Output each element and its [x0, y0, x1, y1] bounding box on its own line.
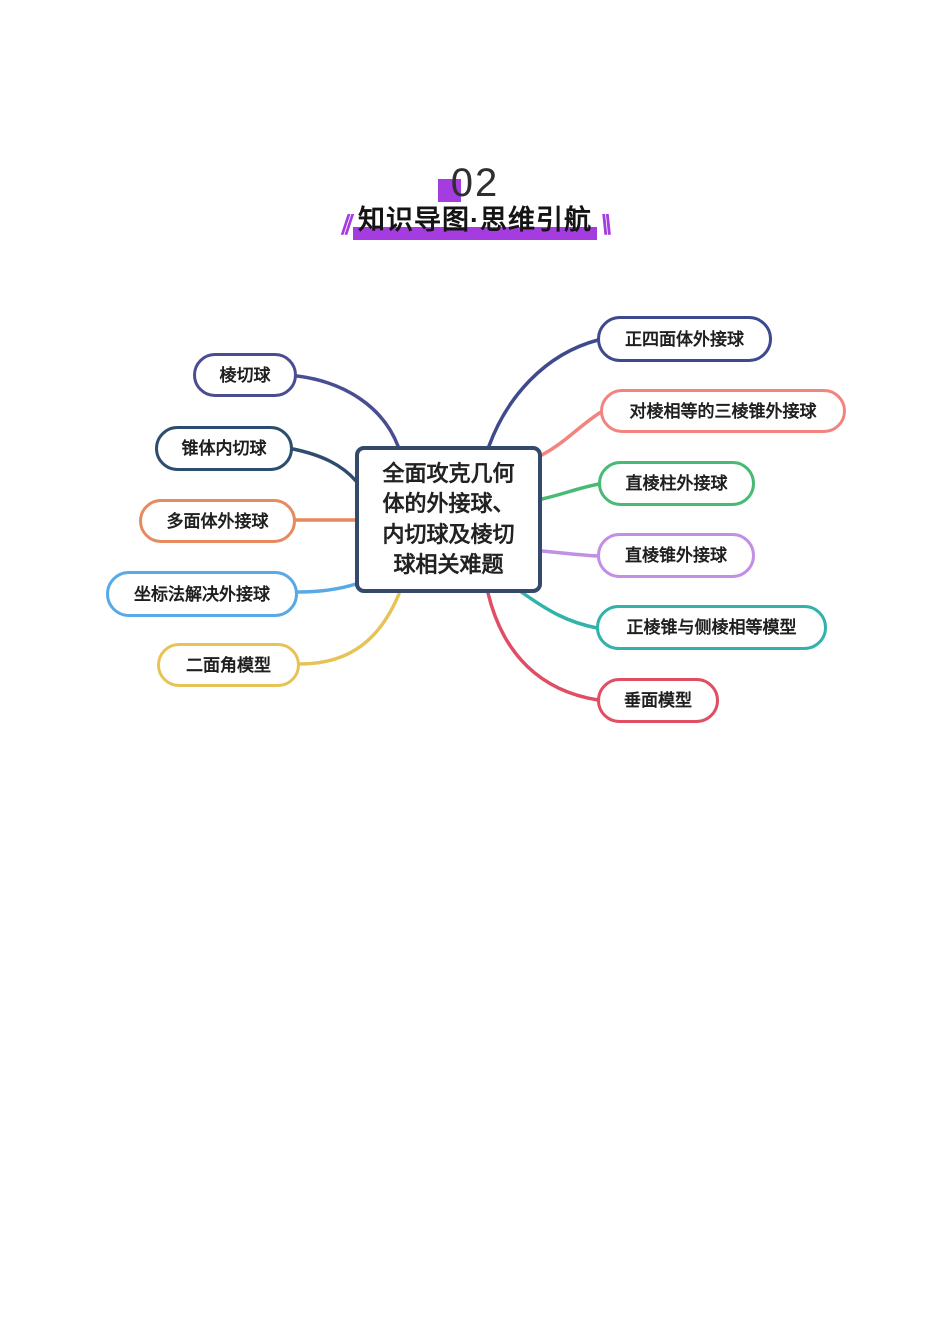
- branch-node-label: 多面体外接球: [166, 511, 269, 531]
- section-title: 知识导图·思维引航: [358, 205, 592, 235]
- branch-connector: [296, 582, 358, 594]
- branch-connector: [518, 589, 599, 630]
- branch-connector: [540, 549, 600, 558]
- branch-node: 直棱柱外接球: [598, 461, 755, 506]
- branch-connector: [540, 482, 601, 501]
- purple-square-decoration: [437, 179, 461, 202]
- branch-node: 对棱相等的三棱锥外接球: [600, 389, 846, 433]
- branch-node-label: 正棱锥与侧棱相等模型: [626, 618, 797, 637]
- branch-connector: [291, 447, 358, 483]
- section-number-row: 02: [0, 163, 950, 203]
- branch-node: 坐标法解决外接球: [106, 571, 298, 617]
- branch-connector: [295, 374, 400, 448]
- mindmap-center-node: 全面攻克几何体的外接球、内切球及棱切球相关难题: [355, 446, 542, 593]
- branch-node-label: 棱切球: [219, 365, 271, 385]
- left-slash-icon: //: [341, 209, 352, 241]
- section-number: 02: [450, 161, 500, 205]
- branch-node-label: 对棱相等的三棱锥外接球: [629, 401, 817, 421]
- branch-node-label: 直棱柱外接球: [625, 474, 728, 493]
- branch-node: 二面角模型: [157, 643, 300, 687]
- branch-connector: [540, 410, 603, 457]
- branch-node: 多面体外接球: [139, 499, 296, 543]
- branch-node-label: 坐标法解决外接球: [134, 584, 270, 604]
- branch-node: 垂面模型: [597, 678, 719, 723]
- branch-node-label: 二面角模型: [186, 655, 271, 675]
- branch-node: 正四面体外接球: [597, 316, 772, 362]
- section-title-row: // 知识导图·思维引航 \\: [0, 204, 950, 241]
- branch-node: 锥体内切球: [155, 426, 293, 471]
- branch-connector: [486, 591, 600, 702]
- right-slash-icon: \\: [601, 209, 611, 241]
- branch-node-label: 正四面体外接球: [625, 329, 744, 349]
- branch-node: 棱切球: [193, 353, 297, 397]
- branch-connector: [487, 338, 600, 448]
- branch-connector: [298, 592, 401, 666]
- branch-node: 直棱锥外接球: [597, 533, 755, 578]
- branch-node-label: 锥体内切球: [181, 439, 267, 458]
- branch-node-label: 直棱锥外接球: [625, 546, 727, 565]
- branch-node: 正棱锥与侧棱相等模型: [596, 605, 827, 650]
- purple-underline-decoration: [353, 227, 597, 241]
- branch-node-label: 垂面模型: [624, 691, 692, 710]
- center-node-label: 全面攻克几何体的外接球、内切球及棱切球相关难题: [382, 460, 515, 577]
